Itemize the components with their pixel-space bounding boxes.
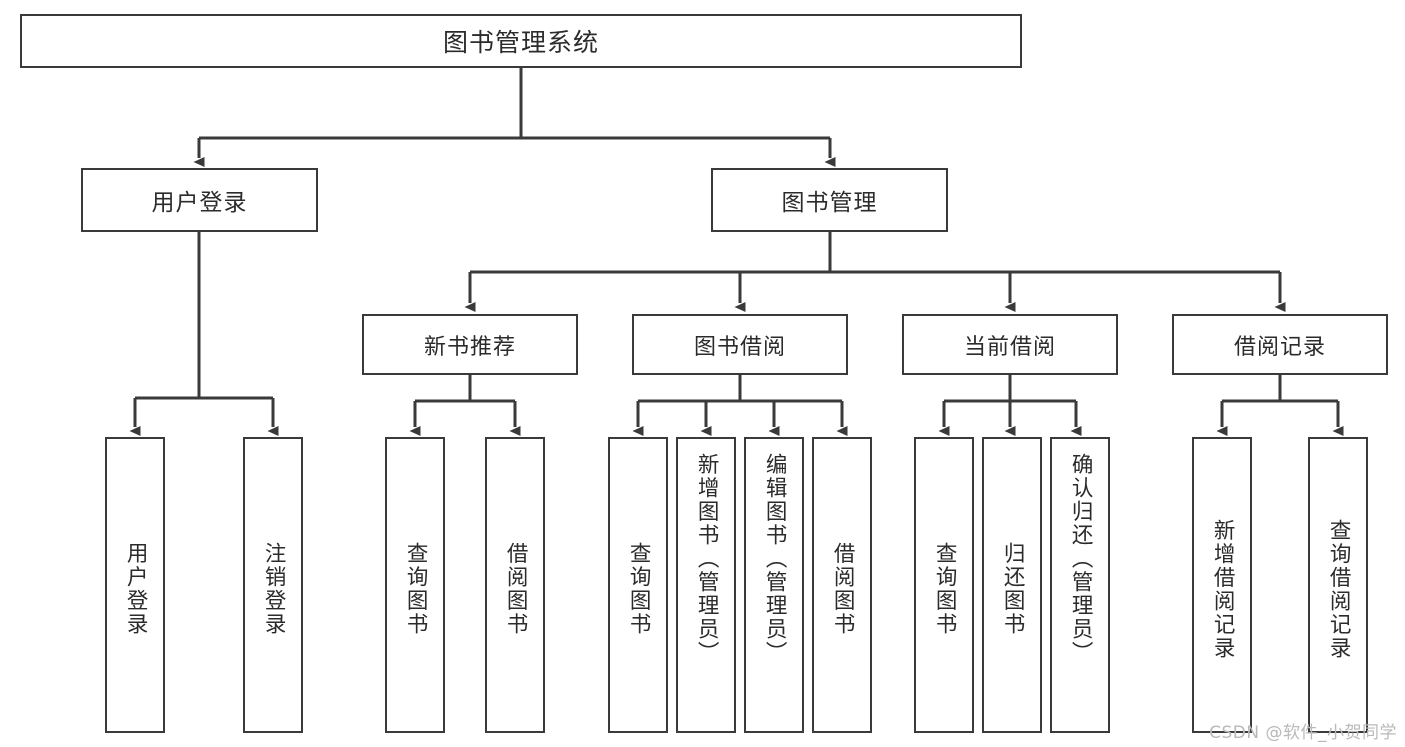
leaf-book-borrow-borrow-book[interactable]: 借阅图书 <box>812 437 872 733</box>
leaf-label: 编辑图书（管理员） <box>762 453 788 665</box>
node-label: 借阅记录 <box>1233 334 1326 360</box>
leaf-borrow-record-query-record[interactable]: 查询借阅记录 <box>1308 437 1368 733</box>
node-label: 用户登录 <box>151 190 248 216</box>
leaf-label-wrap: 借阅图书 <box>814 447 870 731</box>
node-new-book-recommend[interactable]: 新书推荐 <box>362 314 578 375</box>
node-label: 新书推荐 <box>423 334 516 360</box>
watermark-text: CSDN @软件_小贺同学 <box>1209 723 1397 743</box>
node-label: 图书管理 <box>781 190 878 216</box>
leaf-user-login-logout[interactable]: 注销登录 <box>243 437 303 733</box>
leaf-label-wrap: 借阅图书 <box>487 447 543 731</box>
leaf-borrow-record-add-record[interactable]: 新增借阅记录 <box>1192 437 1252 733</box>
leaf-label-wrap: 新增借阅记录 <box>1194 447 1250 731</box>
leaf-book-borrow-edit-book-admin[interactable]: 编辑图书（管理员） <box>744 437 804 733</box>
leaf-label: 新增图书（管理员） <box>694 453 720 665</box>
node-user-login[interactable]: 用户登录 <box>81 168 318 232</box>
leaf-label-wrap: 查询图书 <box>610 447 666 731</box>
leaf-label-wrap: 查询图书 <box>916 447 972 731</box>
leaf-label: 查询借阅记录 <box>1326 518 1352 660</box>
leaf-book-borrow-add-book-admin[interactable]: 新增图书（管理员） <box>676 437 736 733</box>
leaf-label-wrap: 查询图书 <box>387 447 443 731</box>
leaf-label-wrap: 用户登录 <box>107 447 163 731</box>
node-borrow-record[interactable]: 借阅记录 <box>1172 314 1388 375</box>
node-label: 图书管理系统 <box>442 28 599 57</box>
node-root-system[interactable]: 图书管理系统 <box>20 14 1022 68</box>
leaf-current-borrow-return-book[interactable]: 归还图书 <box>982 437 1042 733</box>
leaf-book-borrow-query-book[interactable]: 查询图书 <box>608 437 668 733</box>
leaf-label: 归还图书 <box>1000 542 1026 636</box>
leaf-label: 查询图书 <box>403 542 429 636</box>
node-book-management[interactable]: 图书管理 <box>711 168 948 232</box>
node-label: 当前借阅 <box>963 334 1056 360</box>
leaf-label: 查询图书 <box>932 542 958 636</box>
leaf-label-wrap: 注销登录 <box>245 447 301 731</box>
leaf-label: 借阅图书 <box>830 542 856 636</box>
leaf-label-wrap: 编辑图书（管理员） <box>746 447 802 731</box>
leaf-label: 借阅图书 <box>503 542 529 636</box>
node-book-borrow[interactable]: 图书借阅 <box>632 314 848 375</box>
leaf-label: 用户登录 <box>123 542 149 636</box>
leaf-current-borrow-query-book[interactable]: 查询图书 <box>914 437 974 733</box>
leaf-label: 确认归还（管理员） <box>1068 453 1094 665</box>
leaf-new-book-borrow-book[interactable]: 借阅图书 <box>485 437 545 733</box>
leaf-new-book-query-book[interactable]: 查询图书 <box>385 437 445 733</box>
leaf-label: 查询图书 <box>626 542 652 636</box>
leaf-label-wrap: 新增图书（管理员） <box>678 447 734 731</box>
node-current-borrow[interactable]: 当前借阅 <box>902 314 1118 375</box>
leaf-current-borrow-confirm-return-admin[interactable]: 确认归还（管理员） <box>1050 437 1110 733</box>
leaf-user-login-login[interactable]: 用户登录 <box>105 437 165 733</box>
leaf-label-wrap: 查询借阅记录 <box>1310 447 1366 731</box>
leaf-label: 新增借阅记录 <box>1210 518 1236 660</box>
node-label: 图书借阅 <box>693 334 786 360</box>
leaf-label: 注销登录 <box>261 542 287 636</box>
leaf-label-wrap: 确认归还（管理员） <box>1052 447 1108 731</box>
leaf-label-wrap: 归还图书 <box>984 447 1040 731</box>
